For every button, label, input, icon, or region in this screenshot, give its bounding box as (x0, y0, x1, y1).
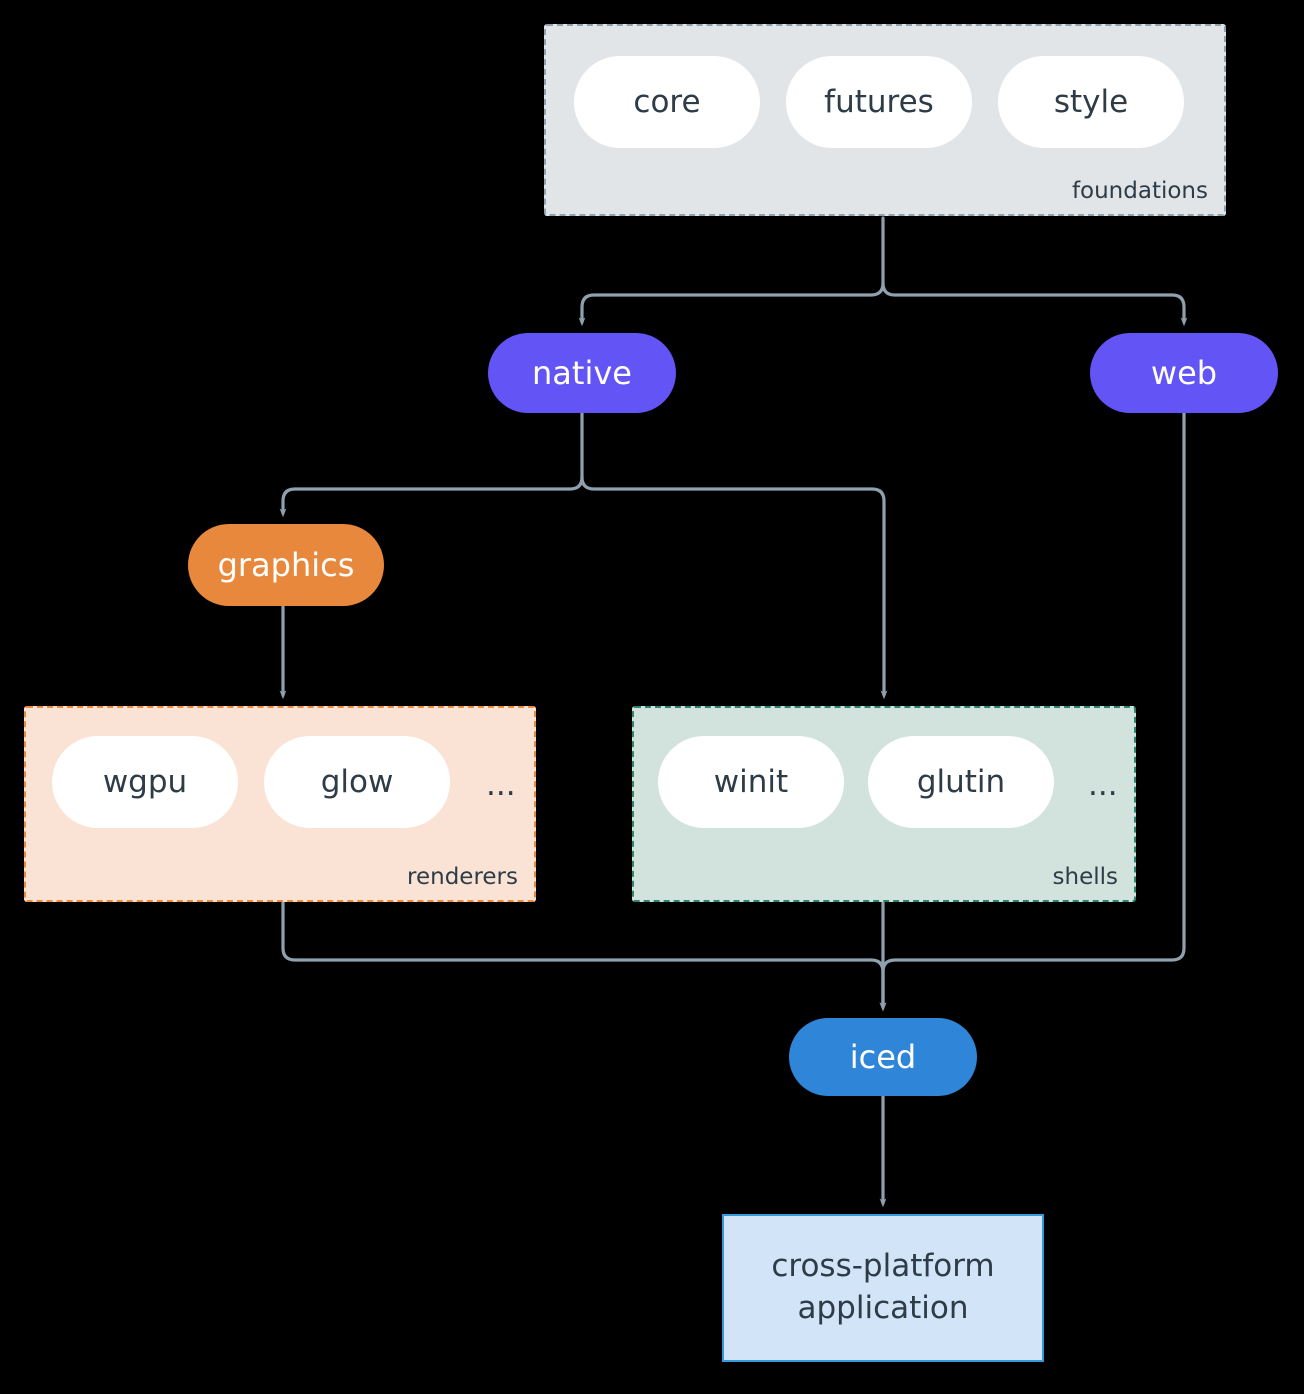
node-web[interactable]: web (1090, 333, 1278, 413)
cluster-renderers-items: wgpu glow ... (52, 736, 526, 828)
cluster-shells-label: shells (1052, 864, 1118, 890)
application-label-line1: cross-platform (771, 1248, 995, 1285)
chip-wgpu[interactable]: wgpu (52, 736, 238, 828)
cluster-shells: winit glutin ... shells (632, 706, 1136, 902)
node-cross-platform-application[interactable]: cross-platform application (722, 1214, 1044, 1362)
cluster-renderers-label: renderers (407, 864, 518, 890)
edge-native-to-shells (580, 475, 888, 700)
edge-foundations-to-web (881, 281, 1188, 327)
chip-glow[interactable]: glow (264, 736, 450, 828)
cluster-foundations-items: core futures style (574, 56, 1184, 148)
application-label-line2: application (797, 1290, 969, 1326)
chip-style[interactable]: style (998, 56, 1184, 148)
chip-core[interactable]: core (574, 56, 760, 148)
node-graphics[interactable]: graphics (188, 524, 384, 606)
node-native[interactable]: native (488, 333, 676, 413)
renderers-more-ellipsis: ... (486, 767, 516, 803)
edge-renderers-to-iced (281, 900, 887, 1012)
chip-futures[interactable]: futures (786, 56, 972, 148)
node-iced[interactable]: iced (789, 1018, 977, 1096)
cluster-shells-items: winit glutin ... (658, 736, 1128, 828)
chip-winit[interactable]: winit (658, 736, 844, 828)
shells-more-ellipsis: ... (1088, 767, 1118, 803)
cluster-renderers: wgpu glow ... renderers (24, 706, 536, 902)
cluster-foundations: core futures style foundations (544, 24, 1226, 216)
edge-foundations-to-native (578, 216, 885, 327)
edge-native-to-graphics (279, 411, 584, 518)
chip-glutin[interactable]: glutin (868, 736, 1054, 828)
cluster-foundations-label: foundations (1071, 178, 1208, 204)
